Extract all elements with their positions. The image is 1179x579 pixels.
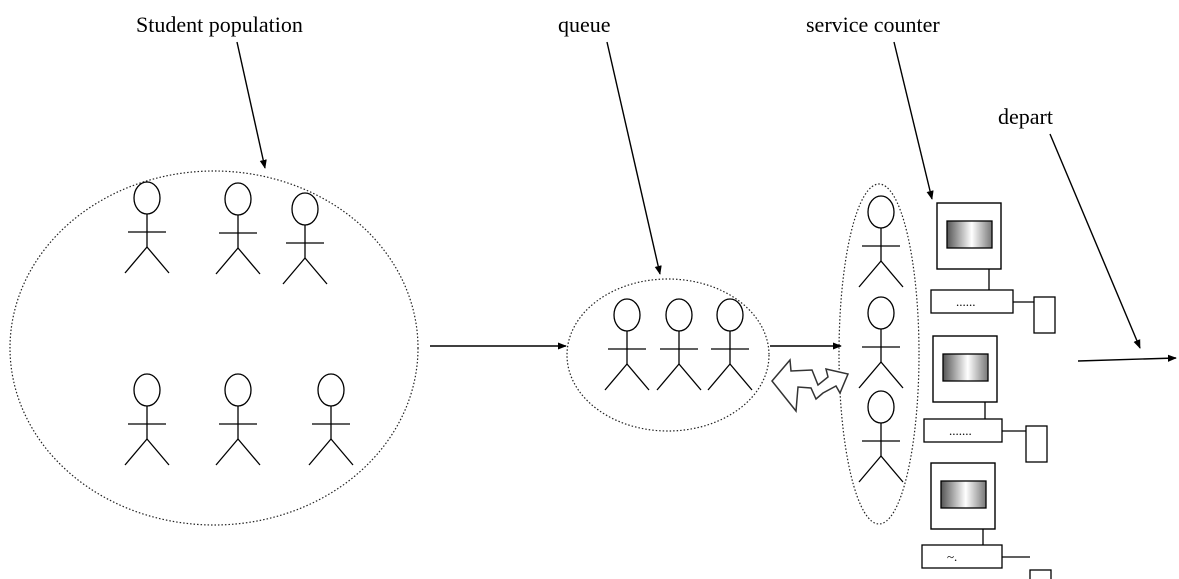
- monitor-screen: [946, 220, 993, 249]
- mouse-icon: [1033, 296, 1056, 334]
- depart-arrow: [1077, 354, 1177, 362]
- service-ellipse: [838, 183, 920, 525]
- service-counter-pointer-arrow: [893, 41, 934, 200]
- population-student-figure-icon: [308, 373, 354, 466]
- exchange-block-arrow-icon: [771, 358, 850, 413]
- keyboard-label: ~.: [947, 549, 957, 564]
- population-ellipse: [9, 170, 419, 526]
- population-student-figure-icon: [215, 182, 261, 275]
- monitor-screen: [942, 353, 989, 382]
- keyboard-icon: [921, 544, 1003, 569]
- population-student-figure-icon: [215, 373, 261, 466]
- students-layer: [124, 181, 904, 483]
- service-counter-label: service counter: [806, 12, 940, 37]
- queue-pointer-arrow: [606, 41, 662, 275]
- service-terminals-layer: ............. ~.: [921, 202, 1056, 579]
- monitor-screen: [940, 480, 987, 509]
- population-student-figure-icon: [124, 181, 170, 274]
- service-terminal: ......: [930, 202, 1056, 334]
- service-student-figure-icon: [858, 296, 904, 389]
- population-pointer-arrow: [236, 41, 267, 169]
- population-label: Student population: [136, 12, 303, 37]
- service-terminal: .......: [923, 335, 1048, 463]
- queue-ellipse: [566, 278, 770, 432]
- queue-student-figure-icon: [707, 298, 753, 391]
- service-student-figure-icon: [858, 195, 904, 288]
- population-student-figure-icon: [124, 373, 170, 466]
- depart-label: depart: [998, 104, 1053, 129]
- queue-student-figure-icon: [656, 298, 702, 391]
- keyboard-label: .......: [949, 423, 972, 438]
- service-terminal: ~.: [921, 462, 1052, 579]
- queue-label: queue: [558, 12, 611, 37]
- mouse-icon: [1029, 569, 1052, 579]
- queue-student-figure-icon: [604, 298, 650, 391]
- service-student-figure-icon: [858, 390, 904, 483]
- depart-pointer-arrow: [1049, 133, 1141, 349]
- mouse-icon: [1025, 425, 1048, 463]
- population-student-figure-icon: [282, 192, 328, 285]
- keyboard-label: ......: [956, 294, 976, 309]
